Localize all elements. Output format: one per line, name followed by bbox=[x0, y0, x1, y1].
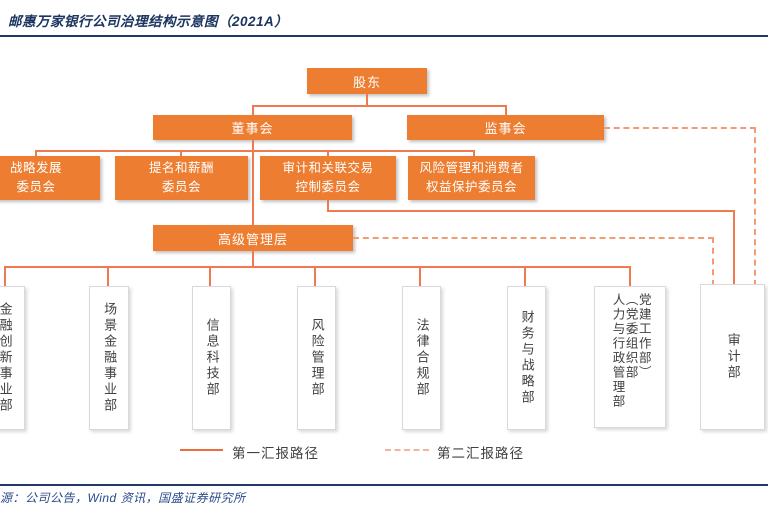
committee-audit-line1: 审计和关联交易 bbox=[282, 161, 374, 176]
committee-risk-consumer-protection: 风险管理和消费者 权益保护委员会 bbox=[408, 156, 535, 200]
connector-drop-dept-5 bbox=[419, 266, 421, 286]
dept-risk-management-label: 风险管理部 bbox=[309, 318, 325, 398]
committee-strategy-line1: 战略发展 bbox=[9, 161, 62, 176]
node-shareholders-label: 股东 bbox=[352, 74, 381, 90]
connector-dashed-senior-management-right bbox=[353, 237, 714, 239]
legend-second-reporting-path: 第二汇报路径 bbox=[437, 446, 524, 461]
connector-audit-committee-down bbox=[327, 200, 329, 211]
node-senior-management-label: 高级管理层 bbox=[217, 231, 288, 247]
committee-nomination-remuneration: 提名和薪酬 委员会 bbox=[115, 156, 248, 200]
dept-scenario-finance-label: 场景金融事业部 bbox=[102, 302, 118, 414]
legend-first-reporting-path: 第一汇报路径 bbox=[232, 446, 319, 461]
connector-drop-dept-2 bbox=[107, 266, 109, 286]
connector-drop-committee-4 bbox=[473, 150, 475, 157]
connector-to-supervisory bbox=[505, 105, 507, 115]
committee-audit-line2: 控制委员会 bbox=[295, 180, 361, 194]
dept-hr-administration-col3: 党建工作部） bbox=[636, 293, 651, 380]
connector-dashed-senior-management-to-audit-dept bbox=[712, 237, 714, 286]
committee-nomination-line2: 委员会 bbox=[161, 180, 201, 194]
connector-drop-dept-6 bbox=[524, 266, 526, 286]
title-divider bbox=[0, 35, 768, 37]
dept-finance-strategy: 财务与战略部 bbox=[507, 286, 546, 430]
connector-departments-horizontal bbox=[4, 266, 631, 268]
legend-solid-line bbox=[180, 449, 223, 451]
committee-nomination-line1: 提名和薪酬 bbox=[148, 161, 214, 176]
committee-strategy-line2: 委员会 bbox=[16, 180, 56, 194]
committee-risk-line2: 权益保护委员会 bbox=[425, 180, 517, 194]
node-shareholders: 股东 bbox=[307, 68, 427, 94]
connector-committees-horizontal bbox=[35, 150, 475, 152]
node-supervisory-board-label: 监事会 bbox=[484, 121, 527, 136]
dept-audit: 审计部 bbox=[700, 284, 765, 430]
node-board: 董事会 bbox=[153, 115, 352, 140]
connector-dashed-supervisory-to-audit-dept bbox=[754, 127, 756, 286]
connector-audit-committee-right bbox=[327, 210, 735, 212]
dept-finance-strategy-label: 财务与战略部 bbox=[519, 310, 535, 406]
figure-title: 邮惠万家银行公司治理结构示意图（2021A） bbox=[8, 14, 289, 29]
connector-drop-committee-2 bbox=[180, 150, 182, 157]
connector-shareholders-down bbox=[366, 93, 368, 105]
node-supervisory-board: 监事会 bbox=[407, 115, 604, 140]
dept-financial-innovation-label: 金融创新事业部 bbox=[0, 302, 13, 414]
dept-hr-administration: 人力与行政管理部 （党委组织部 党建工作部） bbox=[594, 286, 666, 428]
connector-drop-committee-1 bbox=[35, 150, 37, 157]
connector-drop-dept-3 bbox=[209, 266, 211, 286]
committee-audit-related-transactions: 审计和关联交易 控制委员会 bbox=[260, 156, 396, 200]
connector-drop-dept-1 bbox=[4, 266, 6, 286]
node-senior-management: 高级管理层 bbox=[153, 225, 353, 251]
dept-information-technology-label: 信息科技部 bbox=[204, 318, 220, 398]
footer-divider bbox=[0, 484, 768, 486]
connector-to-board bbox=[252, 105, 254, 115]
dept-audit-label: 审计部 bbox=[725, 333, 741, 381]
committee-strategy-development: 战略发展 委员会 bbox=[0, 156, 100, 200]
node-board-label: 董事会 bbox=[231, 121, 274, 136]
connector-dashed-supervisory-right bbox=[604, 127, 756, 129]
committee-risk-line1: 风险管理和消费者 bbox=[419, 161, 524, 176]
connector-drop-dept-4 bbox=[314, 266, 316, 286]
dept-hr-administration-col1: 人力与行政管理部 bbox=[610, 293, 625, 409]
dept-legal-compliance-label: 法律合规部 bbox=[414, 318, 430, 398]
dept-financial-innovation: 金融创新事业部 bbox=[0, 286, 25, 430]
connector-level1-horizontal bbox=[252, 105, 507, 107]
connector-board-to-senior-management bbox=[252, 139, 254, 225]
connector-drop-dept-7 bbox=[629, 266, 631, 286]
dept-information-technology: 信息科技部 bbox=[192, 286, 231, 430]
dept-risk-management: 风险管理部 bbox=[297, 286, 336, 430]
connector-audit-committee-to-audit-dept bbox=[733, 210, 735, 286]
legend-dashed-line bbox=[385, 449, 429, 451]
connector-drop-committee-3 bbox=[327, 150, 329, 157]
connector-senior-management-down bbox=[252, 251, 254, 267]
dept-legal-compliance: 法律合规部 bbox=[402, 286, 441, 430]
dept-scenario-finance: 场景金融事业部 bbox=[89, 286, 129, 430]
source-note: 源：公司公告，Wind 资讯，国盛证券研究所 bbox=[0, 491, 246, 505]
dept-hr-administration-col2: （党委组织部 bbox=[623, 293, 638, 380]
